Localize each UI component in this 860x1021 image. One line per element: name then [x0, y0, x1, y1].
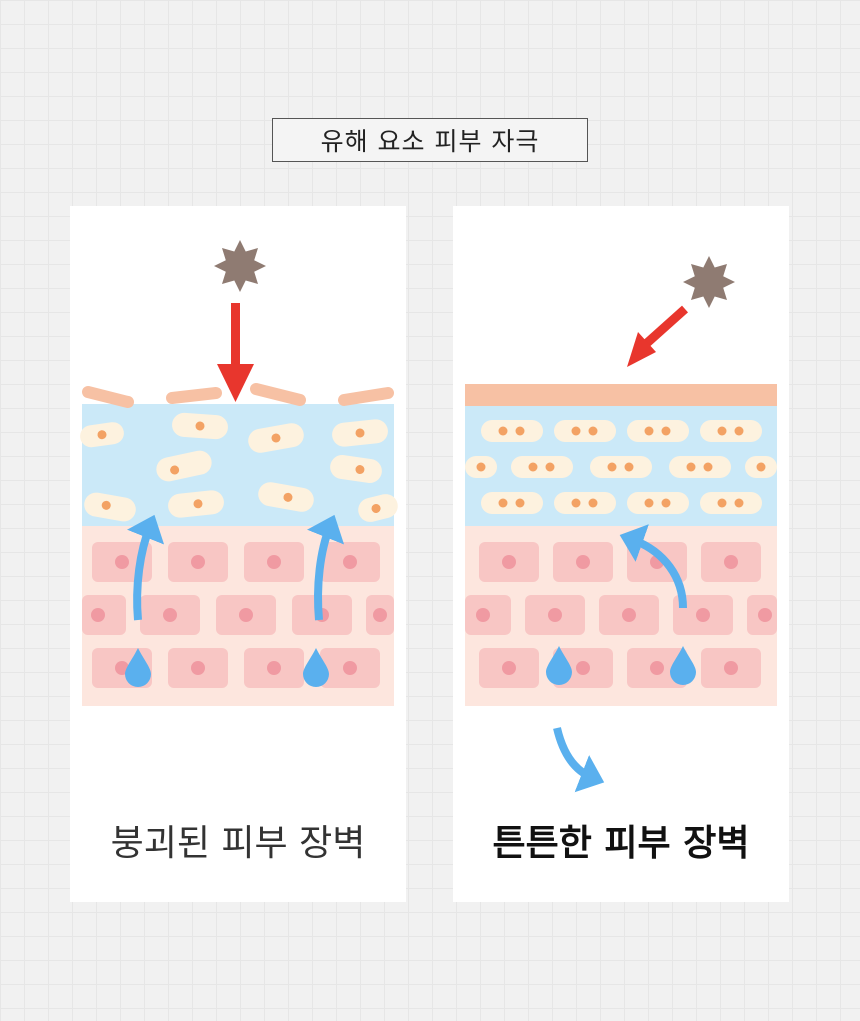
water-drop-icon [546, 646, 696, 685]
healthy-barrier-caption: 튼튼한 피부 장벽 [492, 823, 750, 864]
moisture-flow-arrow [553, 727, 605, 793]
irritant-arrow [217, 303, 254, 402]
moisture-loss-arrows [126, 514, 345, 621]
moisture-retention-arrow [619, 524, 687, 609]
healthy-barrier-illustration [465, 256, 777, 793]
damaged-barrier-panel: 붕괴된 피부 장벽 [70, 206, 406, 902]
irritant-icon [683, 256, 735, 308]
damaged-barrier-caption: 붕괴된 피부 장벽 [110, 823, 366, 864]
dermis-cells [465, 542, 777, 688]
water-drop-icon [125, 648, 329, 687]
intact-lipid-barrier [465, 384, 777, 406]
ordered-corneocytes [465, 420, 777, 514]
damaged-barrier-illustration [80, 240, 398, 706]
loose-corneocytes [80, 412, 398, 522]
broken-lipid-barrier [82, 383, 394, 408]
healthy-barrier-panel: 튼튼한 피부 장벽 [453, 206, 789, 902]
irritant-arrow [627, 305, 689, 367]
dermis-cells [82, 542, 394, 688]
irritant-icon [214, 240, 266, 292]
page-title: 유해 요소 피부 자극 [272, 118, 588, 162]
